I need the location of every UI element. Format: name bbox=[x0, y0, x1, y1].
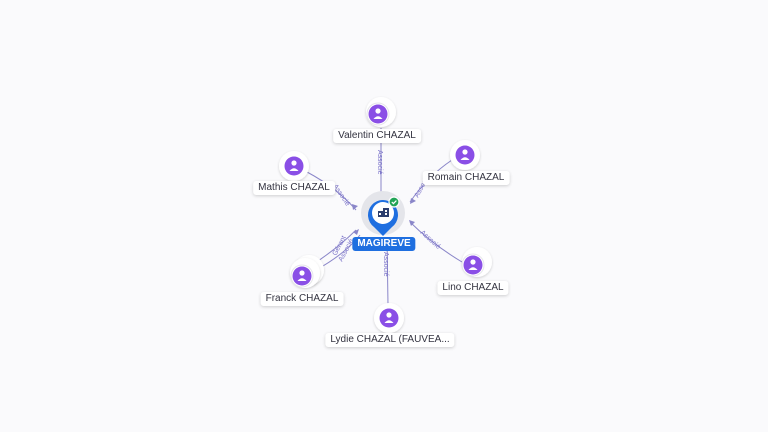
person-node-lydie[interactable] bbox=[374, 303, 404, 333]
verified-check-icon bbox=[388, 196, 400, 208]
person-node-valentin[interactable] bbox=[366, 97, 396, 127]
node-label-lino[interactable]: Lino CHAZAL bbox=[437, 281, 509, 295]
edge-label-lino: Associé bbox=[419, 229, 442, 251]
person-icon bbox=[384, 312, 394, 323]
edge-lino bbox=[409, 221, 463, 263]
company-building-icon bbox=[378, 208, 389, 217]
edge-arrows bbox=[352, 192, 416, 235]
person-icon bbox=[289, 160, 299, 171]
node-label-franck[interactable]: Franck CHAZAL bbox=[260, 292, 344, 306]
company-label[interactable]: MAGIREVE bbox=[352, 237, 416, 251]
person-node-mathis[interactable] bbox=[279, 151, 309, 181]
person-node-lino[interactable] bbox=[461, 247, 492, 277]
person-icon bbox=[460, 149, 470, 160]
edge-label-lydie: Associé bbox=[382, 252, 389, 277]
person-node-franck[interactable] bbox=[290, 255, 324, 288]
person-node-romain[interactable] bbox=[450, 140, 480, 170]
person-icon bbox=[297, 270, 307, 281]
node-label-valentin[interactable]: Valentin CHAZAL bbox=[333, 129, 421, 143]
company-node[interactable] bbox=[361, 191, 405, 236]
node-label-romain[interactable]: Romain CHAZAL bbox=[422, 171, 510, 185]
edge-label-valentin: Associé bbox=[376, 150, 383, 175]
person-icon bbox=[373, 108, 383, 119]
person-icon bbox=[468, 259, 478, 270]
node-label-lydie[interactable]: Lydie CHAZAL (FAUVEA... bbox=[325, 333, 455, 347]
arrow-franck bbox=[353, 229, 359, 235]
arrow-mathis bbox=[352, 204, 358, 210]
arrow-romain bbox=[410, 198, 416, 204]
node-label-mathis[interactable]: Mathis CHAZAL bbox=[253, 181, 335, 195]
arrow-lino bbox=[409, 220, 415, 226]
